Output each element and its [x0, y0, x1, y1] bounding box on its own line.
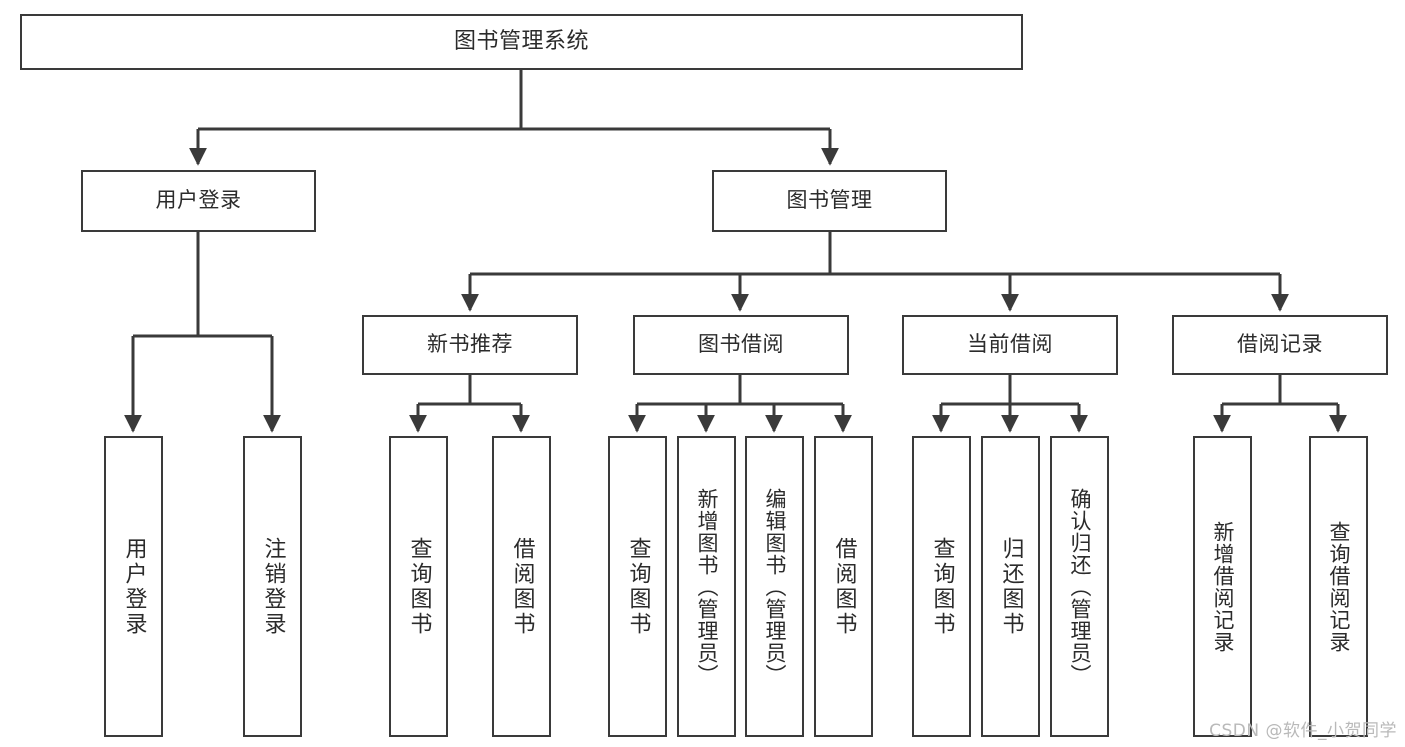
node-label: 图书借阅: [698, 332, 784, 357]
node-leaf-user-logout[interactable]: 注销登录: [243, 436, 302, 737]
node-label: 新增图书（管理员）: [695, 487, 719, 686]
node-leaf-add-borrow-record[interactable]: 新增借阅记录: [1193, 436, 1252, 737]
node-root-book-management-system[interactable]: 图书管理系统: [20, 14, 1023, 70]
node-current-borrow[interactable]: 当前借阅: [902, 315, 1118, 375]
node-book-management[interactable]: 图书管理: [712, 170, 947, 232]
node-label: 确认归还（管理员）: [1068, 487, 1092, 686]
node-label: 当前借阅: [967, 332, 1053, 357]
node-leaf-edit-book-admin[interactable]: 编辑图书（管理员）: [745, 436, 804, 737]
node-label: 查询图书: [929, 536, 955, 637]
node-label: 查询借阅记录: [1327, 520, 1351, 653]
node-leaf-query-borrow-record[interactable]: 查询借阅记录: [1309, 436, 1368, 737]
node-label: 用户登录: [121, 536, 147, 637]
node-label: 查询图书: [406, 536, 432, 637]
node-leaf-borrow-book-2[interactable]: 借阅图书: [814, 436, 873, 737]
node-borrow-record[interactable]: 借阅记录: [1172, 315, 1388, 375]
node-user-login[interactable]: 用户登录: [81, 170, 316, 232]
node-label: 借阅图书: [831, 536, 857, 637]
node-label: 借阅记录: [1237, 332, 1323, 357]
node-leaf-borrow-book-1[interactable]: 借阅图书: [492, 436, 551, 737]
node-leaf-query-book-2[interactable]: 查询图书: [608, 436, 667, 737]
node-new-book-recommend[interactable]: 新书推荐: [362, 315, 578, 375]
node-leaf-return-book[interactable]: 归还图书: [981, 436, 1040, 737]
node-label: 编辑图书（管理员）: [763, 487, 787, 686]
node-label: 归还图书: [998, 536, 1024, 637]
node-leaf-query-book-1[interactable]: 查询图书: [389, 436, 448, 737]
node-label: 注销登录: [260, 536, 286, 637]
node-label: 新书推荐: [427, 332, 513, 357]
node-leaf-user-login[interactable]: 用户登录: [104, 436, 163, 737]
node-leaf-confirm-return-admin[interactable]: 确认归还（管理员）: [1050, 436, 1109, 737]
node-label: 查询图书: [625, 536, 651, 637]
node-label: 图书管理系统: [453, 28, 589, 54]
node-label: 借阅图书: [509, 536, 535, 637]
node-label: 图书管理: [786, 188, 873, 213]
node-book-borrow[interactable]: 图书借阅: [633, 315, 849, 375]
node-label: 用户登录: [155, 188, 242, 213]
node-leaf-add-book-admin[interactable]: 新增图书（管理员）: [677, 436, 736, 737]
node-leaf-query-book-3[interactable]: 查询图书: [912, 436, 971, 737]
node-label: 新增借阅记录: [1211, 520, 1235, 653]
